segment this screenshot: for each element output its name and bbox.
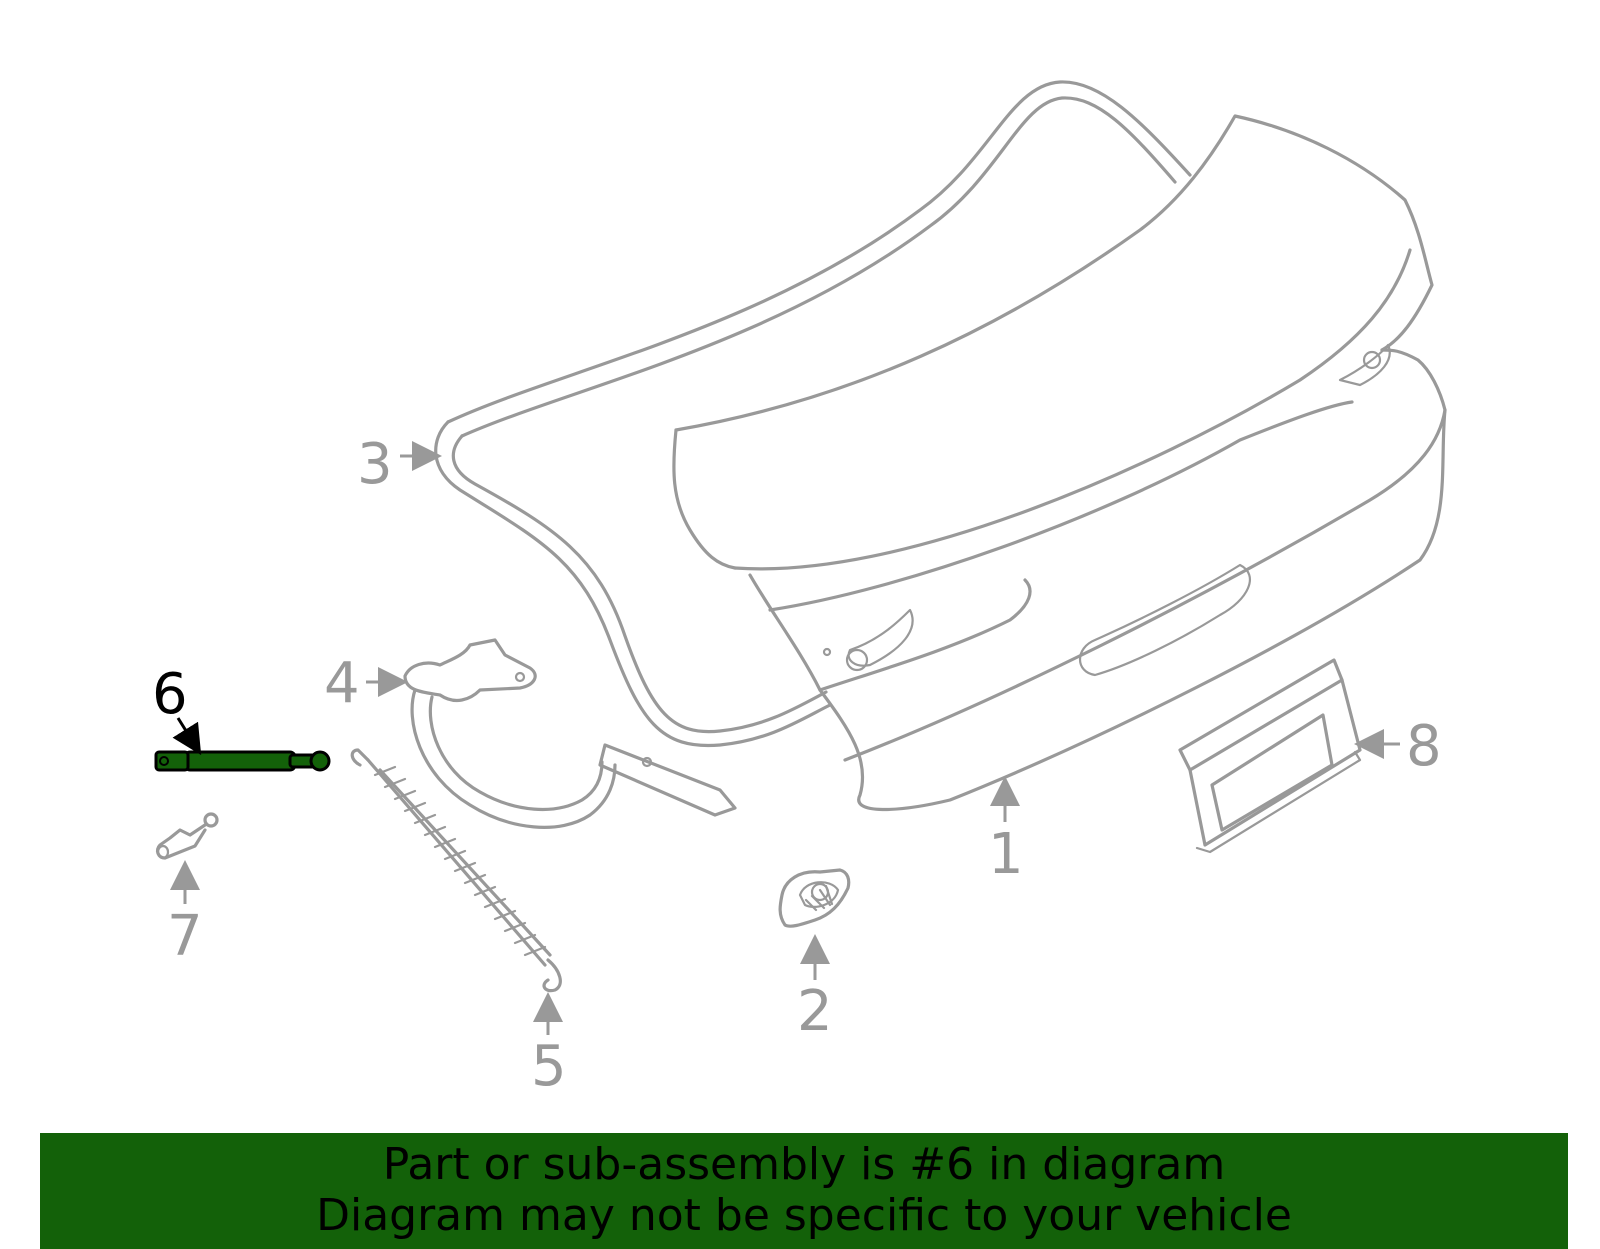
part-1-trunk-lid [672,114,1447,812]
callout-4: 4 [324,651,360,716]
parts-diagram: 3 4 6 7 5 2 1 8 [152,80,1447,1099]
callout-3: 3 [357,432,393,497]
part-4-hinge [403,638,737,829]
callout-7: 7 [167,904,203,969]
callout-1: 1 [988,822,1024,887]
part-6-gas-strut [154,750,331,772]
callout-8: 8 [1406,714,1442,779]
part-5-spring [350,748,562,993]
part-2-bumper [778,868,851,928]
callout-2: 2 [797,979,833,1044]
callout-6[interactable]: 6 [152,662,188,727]
banner-line-2: Diagram may not be specific to your vehi… [316,1190,1292,1241]
info-banner: Part or sub-assembly is #6 in diagram Di… [40,1133,1568,1249]
callout-5: 5 [531,1034,567,1099]
part-7-ball-stud [155,812,219,860]
banner-line-1: Part or sub-assembly is #6 in diagram [382,1139,1226,1190]
leader-6[interactable] [172,717,202,756]
part-3-weatherstrip [434,80,1192,748]
part-8-bracket [1178,658,1362,854]
